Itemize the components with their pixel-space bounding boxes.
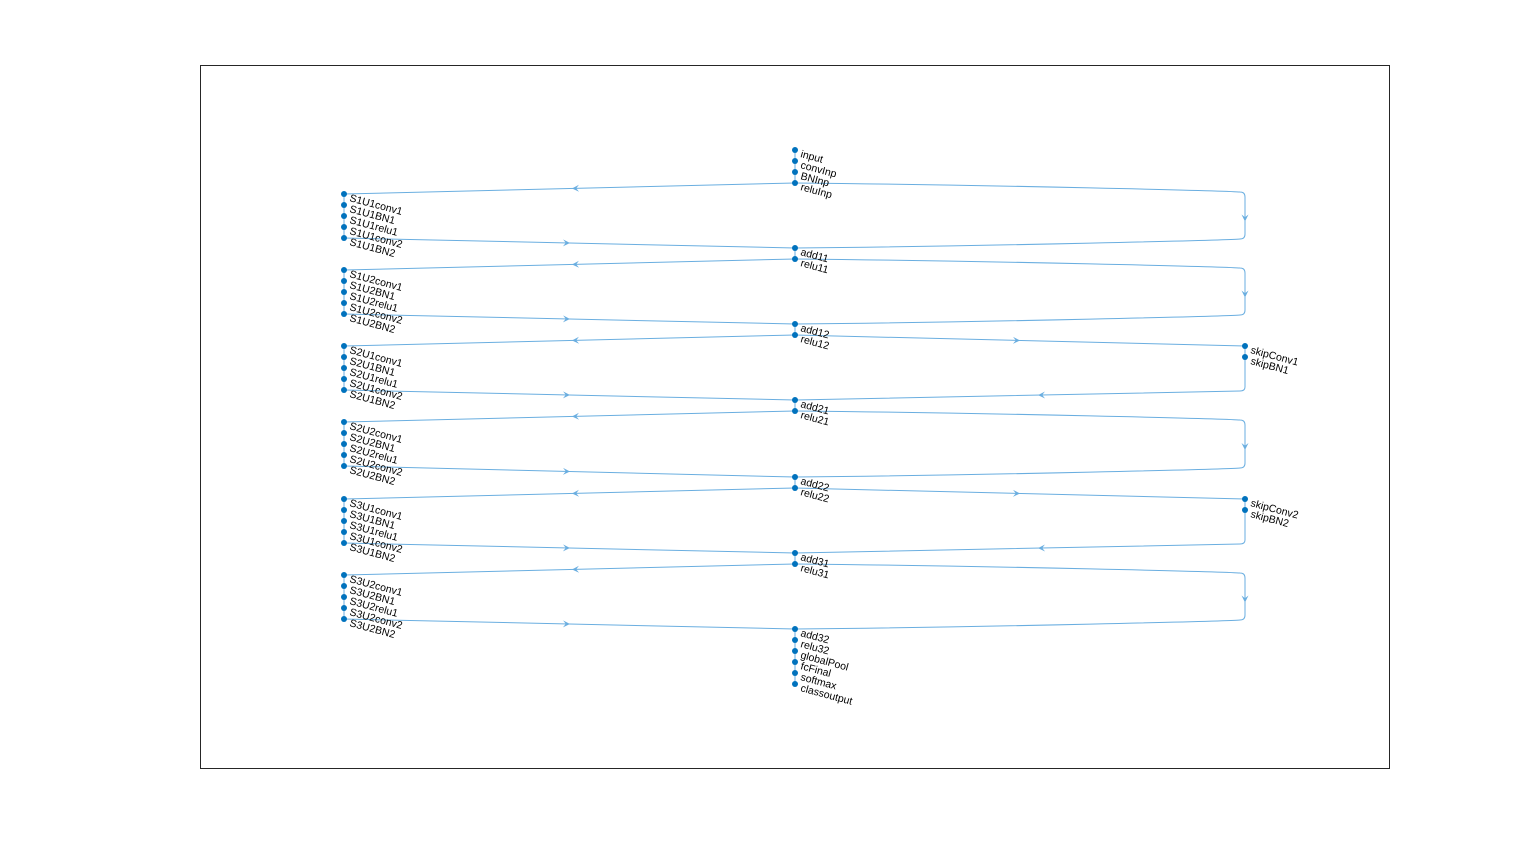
node-marker[interactable]: [792, 659, 798, 665]
node-marker[interactable]: [792, 648, 798, 654]
node-input[interactable]: input: [792, 147, 824, 166]
node-marker[interactable]: [792, 485, 798, 491]
node-marker[interactable]: [341, 376, 347, 382]
node-marker[interactable]: [341, 496, 347, 502]
node-marker[interactable]: [341, 224, 347, 230]
node-marker[interactable]: [341, 605, 347, 611]
edge-relu31-S3U2conv1-arrowhead: [572, 565, 580, 573]
node-marker[interactable]: [341, 540, 347, 546]
node-marker[interactable]: [341, 267, 347, 273]
node-marker[interactable]: [341, 583, 347, 589]
node-marker[interactable]: [341, 387, 347, 393]
node-marker[interactable]: [792, 180, 798, 186]
edge-S2U1BN2-add21-arrowhead: [562, 391, 570, 399]
node-marker[interactable]: [341, 278, 347, 284]
node-marker[interactable]: [341, 452, 347, 458]
node-marker[interactable]: [792, 332, 798, 338]
edges-layer: [343, 150, 1249, 684]
edge-skipBN2-add31-arrowhead: [1038, 544, 1046, 552]
edge-skipBN1-add21-arrowhead: [1038, 391, 1046, 399]
node-marker[interactable]: [792, 158, 798, 164]
edge-reluInp-add11: [794, 182, 1246, 249]
edge-S1U1BN2-add11-arrowhead: [562, 239, 570, 247]
edge-relu22-S3U1conv1-arrowhead: [572, 489, 580, 497]
node-marker[interactable]: [792, 321, 798, 327]
edge-relu12-S2U1conv1: [343, 334, 796, 347]
node-marker[interactable]: [341, 202, 347, 208]
node-marker[interactable]: [341, 365, 347, 371]
edge-relu11-S1U2conv1-arrowhead: [572, 260, 580, 268]
node-marker[interactable]: [792, 561, 798, 567]
edge-relu31-add32: [794, 563, 1246, 630]
node-marker[interactable]: [341, 300, 347, 306]
node-marker[interactable]: [341, 419, 347, 425]
edge-relu31-S3U2conv1: [343, 563, 796, 576]
edge-relu11-add12-arrowhead: [1241, 290, 1249, 298]
edge-relu11-S1U2conv1: [343, 258, 796, 271]
edge-relu12-skipConv1-arrowhead: [1012, 336, 1020, 344]
node-marker[interactable]: [792, 550, 798, 556]
node-marker[interactable]: [792, 408, 798, 414]
node-marker[interactable]: [341, 430, 347, 436]
node-marker[interactable]: [792, 256, 798, 262]
node-marker[interactable]: [1242, 507, 1248, 513]
node-marker[interactable]: [341, 354, 347, 360]
node-marker[interactable]: [792, 147, 798, 153]
node-marker[interactable]: [341, 213, 347, 219]
edge-S1U2BN2-add12-arrowhead: [562, 315, 570, 323]
node-marker[interactable]: [341, 463, 347, 469]
node-marker[interactable]: [341, 594, 347, 600]
edge-relu31-add32-arrowhead: [1241, 595, 1249, 603]
node-marker[interactable]: [341, 441, 347, 447]
node-marker[interactable]: [341, 289, 347, 295]
node-marker[interactable]: [341, 529, 347, 535]
edge-relu21-add22: [794, 410, 1246, 478]
edge-relu21-S2U2conv1-arrowhead: [572, 412, 580, 420]
node-marker[interactable]: [792, 626, 798, 632]
node-marker[interactable]: [1242, 496, 1248, 502]
edge-S3U1BN2-add31-arrowhead: [562, 544, 570, 552]
node-marker[interactable]: [792, 245, 798, 251]
node-marker[interactable]: [341, 235, 347, 241]
node-marker[interactable]: [792, 169, 798, 175]
edge-skipBN1-add21: [794, 357, 1246, 401]
edge-relu21-add22-arrowhead: [1241, 443, 1249, 450]
node-marker[interactable]: [341, 518, 347, 524]
node-marker[interactable]: [341, 311, 347, 317]
edge-relu12-S2U1conv1-arrowhead: [572, 336, 580, 344]
edge-relu21-S2U2conv1: [343, 410, 796, 423]
node-marker[interactable]: [341, 572, 347, 578]
node-marker[interactable]: [1242, 354, 1248, 360]
node-marker[interactable]: [792, 637, 798, 643]
node-marker[interactable]: [341, 343, 347, 349]
node-marker[interactable]: [341, 616, 347, 622]
edge-skipBN2-add31: [794, 510, 1246, 554]
node-marker[interactable]: [792, 397, 798, 403]
edge-relu22-S3U1conv1: [343, 487, 796, 500]
node-marker[interactable]: [792, 670, 798, 676]
edge-reluInp-add11-arrowhead: [1241, 214, 1249, 222]
node-marker[interactable]: [792, 681, 798, 687]
edge-S2U2BN2-add22-arrowhead: [562, 467, 570, 475]
edge-S3U2BN2-add32-arrowhead: [562, 620, 570, 628]
node-marker[interactable]: [792, 474, 798, 480]
edge-relu11-add12: [794, 258, 1246, 325]
node-marker[interactable]: [341, 191, 347, 197]
node-marker[interactable]: [341, 507, 347, 513]
node-label: input: [799, 148, 824, 166]
edge-relu22-skipConv2-arrowhead: [1012, 489, 1020, 497]
node-marker[interactable]: [1242, 343, 1248, 349]
edge-reluInp-S1U1conv1: [343, 182, 796, 195]
edge-reluInp-S1U1conv1-arrowhead: [572, 184, 580, 192]
